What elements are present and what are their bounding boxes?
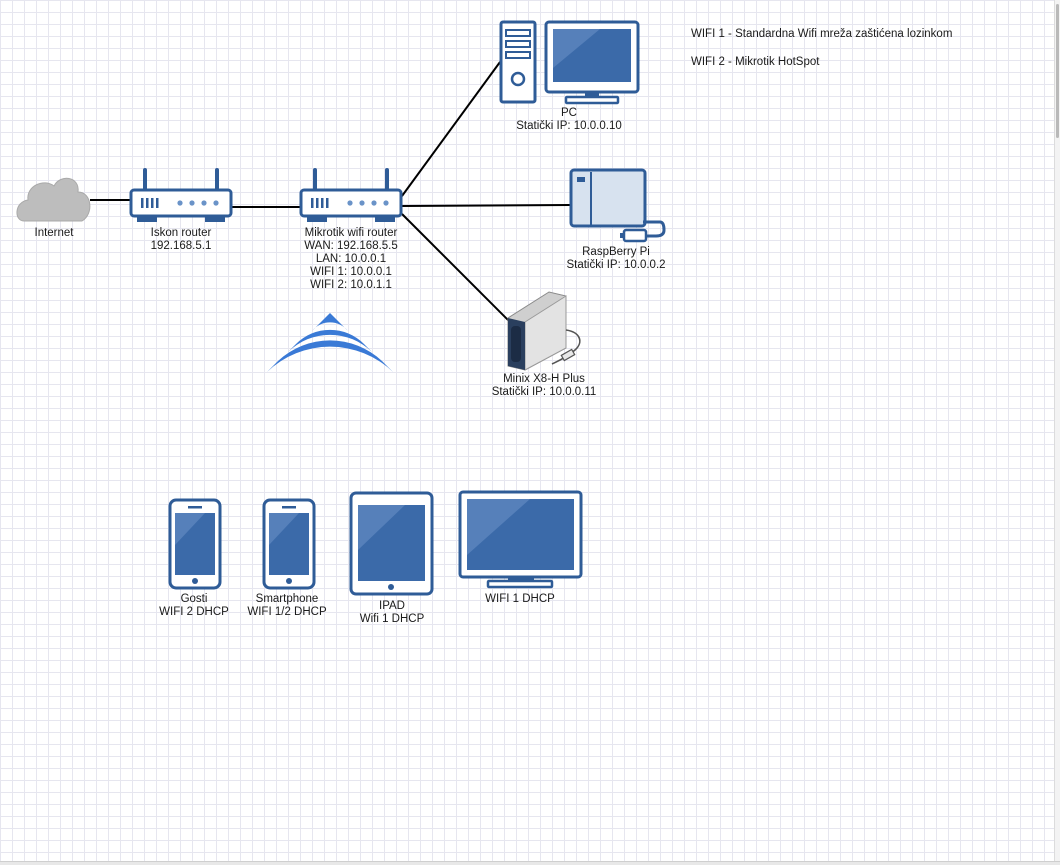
label-line: WIFI 2 DHCP <box>159 606 229 618</box>
raspberry-pi-label: RaspBerry Pi Statički IP: 10.0.0.2 <box>566 246 665 272</box>
media-box-icon[interactable] <box>507 291 581 371</box>
label-line: Statički IP: 10.0.0.11 <box>491 386 597 398</box>
label-line: Internet <box>34 227 74 239</box>
label-line: Smartphone <box>255 593 319 605</box>
ipad-label: IPAD Wifi 1 DHCP <box>360 600 425 626</box>
router-icon[interactable] <box>299 168 403 222</box>
note-wifi-1: WIFI 1 - Standardna Wifi mreža zaštićena… <box>691 28 953 40</box>
label-line: Mikrotik wifi router <box>304 227 398 239</box>
label-line: WIFI 1 DHCP <box>485 593 555 605</box>
mikrotik-router-label: Mikrotik wifi router WAN: 192.168.5.5 LA… <box>304 227 398 292</box>
smartphone-icon[interactable] <box>168 498 222 590</box>
tv-icon[interactable] <box>458 490 583 589</box>
link-mikrotik-minix <box>401 213 511 323</box>
label-line: WAN: 192.168.5.5 <box>304 240 398 252</box>
label-line: RaspBerry Pi <box>582 246 650 258</box>
label-line: WIFI 2: 10.0.1.1 <box>310 279 392 291</box>
minix-label: Minix X8-H Plus Statički IP: 10.0.0.11 <box>492 373 597 399</box>
raspberry-pi-icon[interactable] <box>569 168 666 243</box>
label-line: Wifi 1 DHCP <box>359 613 425 625</box>
gosti-label: Gosti WIFI 2 DHCP <box>159 593 229 619</box>
vertical-scrollbar[interactable] <box>1054 0 1060 865</box>
internet-label: Internet <box>35 227 74 240</box>
label-line: PC <box>561 107 577 119</box>
smartphone-icon[interactable] <box>262 498 316 590</box>
label-line: IPAD <box>379 600 405 612</box>
label-line: Statički IP: 10.0.0.2 <box>566 259 666 271</box>
label-line: LAN: 10.0.0.1 <box>315 253 387 265</box>
connection-lines <box>90 61 571 323</box>
wifi-icon <box>267 313 393 372</box>
desktop-pc-icon[interactable] <box>499 20 640 105</box>
cloud-icon[interactable] <box>16 177 91 222</box>
tablet-icon[interactable] <box>349 491 434 596</box>
pc-label: PC Statički IP: 10.0.0.10 <box>516 107 621 133</box>
label-line: Minix X8-H Plus <box>503 373 585 385</box>
scrollbar-thumb[interactable] <box>1056 4 1059 138</box>
note-wifi-2: WIFI 2 - Mikrotik HotSpot <box>691 56 820 68</box>
label-line: Statički IP: 10.0.0.10 <box>516 120 622 132</box>
label-line: WIFI 1/2 DHCP <box>247 606 327 618</box>
router-icon[interactable] <box>129 168 233 222</box>
link-mikrotik-pc <box>401 61 501 197</box>
label-line: WIFI 1: 10.0.0.1 <box>310 266 392 278</box>
label-line: Iskon router <box>150 227 212 239</box>
tv-label: WIFI 1 DHCP <box>485 593 555 606</box>
label-line: 192.168.5.1 <box>150 240 212 252</box>
smartphone-label: Smartphone WIFI 1/2 DHCP <box>247 593 326 619</box>
link-mikrotik-raspberry <box>401 204 571 207</box>
iskon-router-label: Iskon router 192.168.5.1 <box>151 227 212 253</box>
horizontal-scrollbar[interactable] <box>0 861 1060 865</box>
label-line: Gosti <box>180 593 208 605</box>
